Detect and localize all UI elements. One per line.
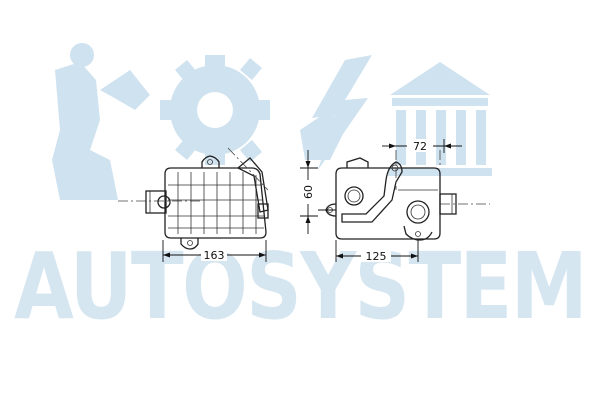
mounting-lug-bottom bbox=[180, 238, 199, 250]
dimension-label-60: 60 bbox=[302, 185, 315, 199]
fin-grid bbox=[168, 172, 264, 234]
watermark-logo-gear bbox=[160, 55, 270, 165]
mounting-bracket bbox=[341, 161, 403, 223]
dimension-label-125: 125 bbox=[366, 250, 387, 263]
cooler-front-view: 163 bbox=[118, 147, 269, 262]
watermark-logo-lightning bbox=[300, 55, 372, 170]
port-left bbox=[344, 186, 364, 206]
side-pipe bbox=[439, 193, 457, 215]
dimension-height: 60 bbox=[300, 150, 336, 234]
watermark-brand-text: AUTOSYSTEM bbox=[14, 233, 586, 340]
outlet-fitting bbox=[257, 203, 269, 219]
port-right-boss bbox=[403, 225, 433, 241]
cooler-body bbox=[164, 167, 267, 239]
inlet-pipe bbox=[145, 190, 167, 214]
mounting-lug-top bbox=[201, 155, 220, 168]
cooler-body-rear bbox=[335, 167, 441, 240]
watermark: AUTOSYSTEM bbox=[14, 43, 588, 340]
cooler-rear-view: 72 60 125 bbox=[300, 139, 490, 263]
dimension-length-right: 125 bbox=[335, 240, 419, 263]
dimension-label-72: 72 bbox=[413, 140, 427, 153]
dimension-port-offset: 72 bbox=[382, 139, 462, 153]
watermark-logo-seated-figure bbox=[52, 43, 150, 200]
dimension-label-163: 163 bbox=[204, 249, 225, 262]
inlet-port bbox=[157, 195, 171, 209]
port-right bbox=[406, 200, 430, 224]
top-flange bbox=[346, 157, 369, 168]
dimension-length-left: 163 bbox=[162, 240, 267, 262]
